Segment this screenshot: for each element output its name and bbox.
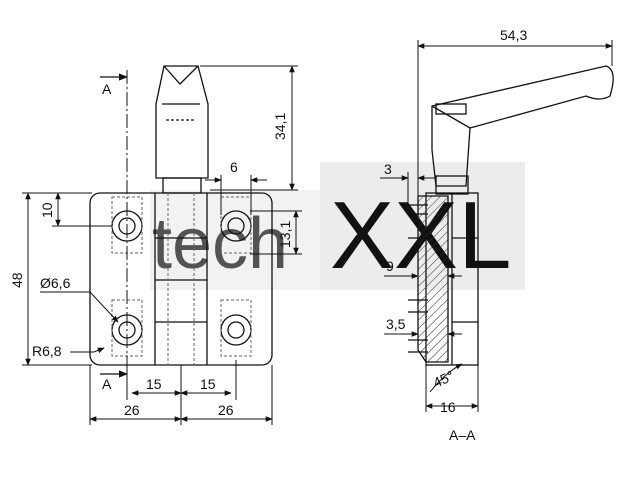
section-title: A–A bbox=[449, 427, 476, 443]
dim-overall-height: 48 bbox=[9, 272, 25, 288]
section-marker-bottom: A bbox=[100, 370, 128, 392]
watermark: tech XXL bbox=[150, 162, 525, 290]
dim-recess: 3,5 bbox=[386, 316, 406, 332]
dim-hole-spacing-top: 6 bbox=[230, 159, 238, 175]
mount-hole-bottom-right bbox=[220, 314, 252, 346]
section-label-bottom: A bbox=[102, 376, 112, 392]
section-marker-top: A bbox=[100, 73, 128, 97]
dim-corner-radius: R6,8 bbox=[32, 343, 62, 359]
clamp-neck bbox=[162, 177, 202, 194]
dim-offset-left: 15 bbox=[146, 376, 162, 392]
section-hatch bbox=[417, 195, 449, 363]
dim-top-offset: 3 bbox=[384, 161, 392, 177]
dim-overall-width: 54,3 bbox=[500, 27, 527, 43]
section-dimension-lines bbox=[380, 40, 613, 412]
front-dimension-lines bbox=[22, 65, 302, 425]
watermark-text-left: tech bbox=[152, 204, 288, 284]
clamp-lever-arm bbox=[431, 65, 614, 187]
dim-thickness: 16 bbox=[440, 399, 456, 415]
section-label-top: A bbox=[102, 81, 112, 97]
dim-offset-right: 15 bbox=[200, 376, 216, 392]
dim-half-width-right: 26 bbox=[218, 402, 234, 418]
dim-hole-height: 13,1 bbox=[277, 221, 293, 248]
dim-edge-to-hole: 10 bbox=[39, 202, 55, 218]
dim-half-width-left: 26 bbox=[124, 402, 140, 418]
dim-hole-diameter: Ø6,6 bbox=[40, 275, 71, 291]
dim-depth: 9 bbox=[386, 258, 394, 274]
dim-top-height: 34,1 bbox=[272, 113, 288, 140]
